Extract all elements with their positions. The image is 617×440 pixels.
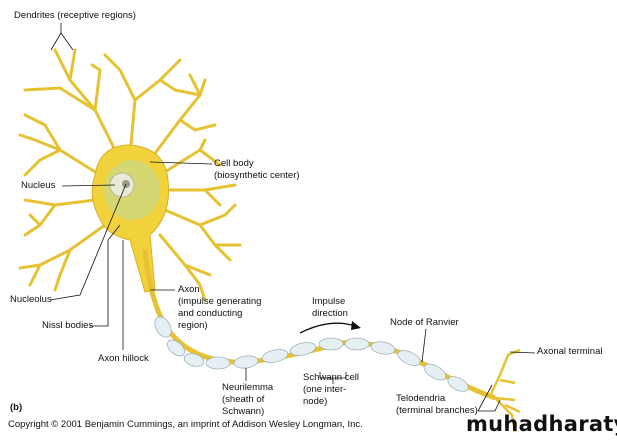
label-axonal-terminal: Axonal terminal	[537, 346, 603, 357]
watermark: muhadharaty.com	[466, 412, 617, 436]
label-cell-body: Cell body(biosynthetic center)	[214, 158, 300, 182]
label-nucleolus: Nucleolus	[10, 294, 52, 305]
label-line: and conducting	[178, 308, 243, 319]
label-line: (impulse generating	[178, 296, 262, 307]
label-line: region)	[178, 320, 208, 331]
label-line: (terminal branches)	[396, 405, 478, 416]
label-line: Telodendria	[396, 393, 446, 404]
label-nissl-bodies: Nissl bodies	[42, 320, 94, 331]
label-line: (biosynthetic center)	[214, 170, 300, 181]
label-line: direction	[312, 308, 348, 319]
label-schwann-cell: Schwann cell(one inter-node)	[303, 372, 359, 408]
label-line: Schwann)	[222, 406, 265, 417]
label-line: node)	[303, 396, 328, 407]
label-line: Neurilemma	[222, 382, 274, 393]
impulse-direction-arrow	[299, 321, 361, 334]
label-dendrites: Dendrites (receptive regions)	[14, 10, 136, 21]
label-line: (sheath of	[222, 394, 265, 405]
label-line: Axon	[178, 284, 200, 295]
label-telodendria: Telodendria(terminal branches)	[396, 393, 478, 417]
label-axon-hillock: Axon hillock	[98, 353, 149, 364]
schwann-cells	[154, 316, 469, 392]
label-line: Impulse	[312, 296, 346, 307]
copyright-notice: Copyright © 2001 Benjamin Cummings, an i…	[8, 419, 363, 430]
leader-lines	[49, 23, 536, 412]
label-line: Cell body	[214, 158, 254, 169]
panel-label: (b)	[10, 402, 23, 413]
label-node-of-ranvier: Node of Ranvier	[390, 317, 459, 328]
label-nucleus: Nucleus	[21, 180, 56, 191]
label-line: Schwann cell	[303, 372, 359, 383]
label-line: (one inter-	[303, 384, 347, 395]
